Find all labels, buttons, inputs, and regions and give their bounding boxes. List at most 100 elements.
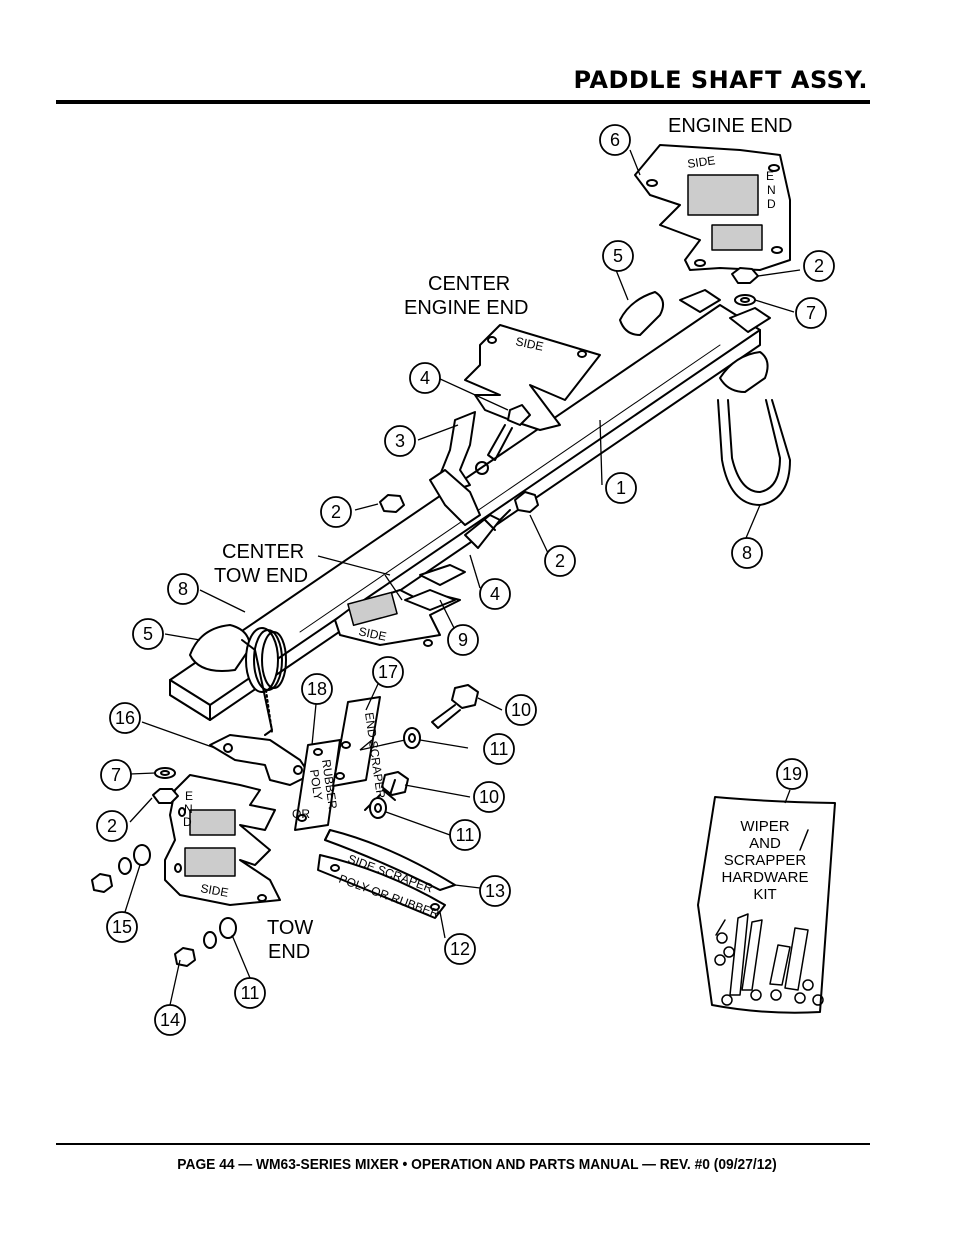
center-engine-side-text: SIDE [514,334,544,354]
kit-line-3: SCRAPPER [724,852,807,869]
callout-circle [795,297,827,329]
callout-18: 18 [301,673,333,705]
callout-5: 5 [602,240,634,272]
callout-11: 11 [234,977,266,1009]
callout-number: 8 [742,543,752,563]
callout-circle [599,124,631,156]
callout-6: 6 [599,124,631,156]
callout-number: 11 [490,739,509,759]
callout-circle [154,1004,186,1036]
callout-number: 2 [555,551,565,571]
callout-circle [100,759,132,791]
callout-number: 2 [107,816,117,836]
callout-11: 11 [483,733,515,765]
u-bolt-engine [717,399,791,506]
label-engine-end: ENGINE END [668,115,792,137]
callout-16: 16 [109,702,141,734]
tow-paddle-n: N [184,802,193,816]
label-tow-end-1: TOW [267,917,313,939]
callout-circle [479,875,511,907]
callout-13: 13 [479,875,511,907]
callout-19: 19 [776,758,808,790]
label-center-engine-end-2: ENGINE END [404,297,528,319]
label-tow-end-2: END [268,941,310,963]
callout-8: 8 [167,573,199,605]
callout-circle [473,781,505,813]
callout-circle [96,810,128,842]
callout-circle [320,496,352,528]
or-text: OR [292,807,310,821]
callout-circle [444,933,476,965]
callout-number: 8 [178,579,188,599]
callout-number: 11 [241,983,260,1003]
callout-circle [483,733,515,765]
callout-number: 13 [485,881,505,901]
callout-number: 4 [420,368,430,388]
callout-number: 1 [616,478,626,498]
label-center-engine-end-1: CENTER [428,273,510,295]
callout-circle [384,425,416,457]
callout-7: 7 [795,297,827,329]
engine-paddle-n: N [767,183,776,197]
callout-number: 7 [806,303,816,323]
callout-14: 14 [154,1004,186,1036]
center-tow-end-paddle [334,564,466,647]
callout-2: 2 [96,810,128,842]
kit-line-1: WIPER [740,818,789,835]
callout-number: 4 [490,584,500,604]
callout-circle [776,758,808,790]
page-footer: PAGE 44 — WM63-SERIES MIXER • OPERATION … [177,1156,777,1173]
callout-circle [409,362,441,394]
callout-circle [109,702,141,734]
tow-paddle-e: E [185,789,193,803]
callout-circle [449,819,481,851]
callout-2: 2 [803,250,835,282]
callout-number: 7 [111,765,121,785]
callout-9: 9 [447,624,479,656]
engine-paddle-e: E [766,169,774,183]
callout-circle [731,537,763,569]
callout-circle [167,573,199,605]
hardware-kit-bag [697,796,836,1014]
callout-circle [447,624,479,656]
callout-number: 9 [458,630,468,650]
callout-circle [544,545,576,577]
kit-line-4: HARDWARE [722,869,809,886]
tow-end-paddle [164,734,311,906]
callout-11: 11 [449,819,481,851]
callout-circle [132,618,164,650]
callout-8: 8 [731,537,763,569]
callout-number: 11 [456,825,475,845]
callout-2: 2 [320,496,352,528]
callout-circle [106,911,138,943]
callout-7: 7 [100,759,132,791]
callout-number: 12 [450,939,470,959]
callout-17: 17 [372,656,404,688]
label-center-tow-end-1: CENTER [222,541,304,563]
engine-paddle-side-text: SIDE [686,153,716,171]
callout-circle [234,977,266,1009]
callout-circle [301,673,333,705]
engine-end-paddle [634,144,791,271]
callout-10: 10 [473,781,505,813]
callout-number: 16 [115,708,135,728]
callout-10: 10 [505,694,537,726]
callout-circle [505,694,537,726]
callout-4: 4 [409,362,441,394]
tow-paddle-side-text: SIDE [199,881,229,900]
callout-circle [372,656,404,688]
callout-number: 18 [307,679,327,699]
callout-circle [803,250,835,282]
callout-number: 5 [613,246,623,266]
callout-circle [605,472,637,504]
callout-circle [479,578,511,610]
callout-5: 5 [132,618,164,650]
tow-paddle-d: D [183,815,192,829]
page-title: PADDLE SHAFT ASSY. [573,66,868,94]
callout-1: 1 [605,472,637,504]
kit-line-2: AND [749,835,781,852]
callout-12: 12 [444,933,476,965]
callout-number: 14 [160,1010,180,1030]
callout-circle [602,240,634,272]
